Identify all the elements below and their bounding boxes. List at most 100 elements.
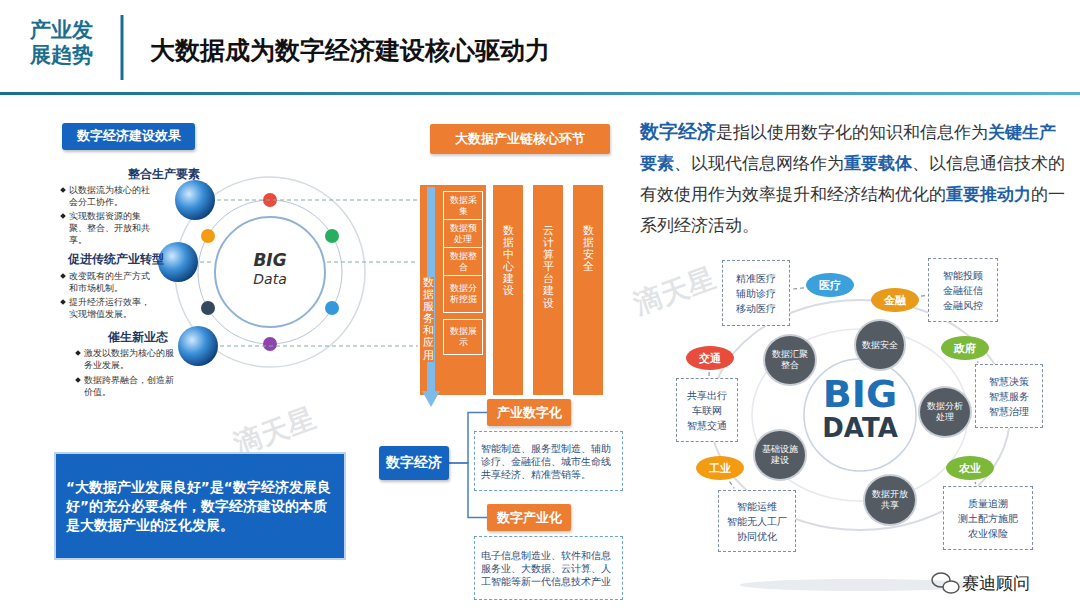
bullet-text: 以数据流为核心的社会分工协作。 (60, 184, 158, 208)
sector-oval: 医疗 (806, 273, 854, 297)
ring-node: 基础设施建设 (755, 431, 805, 479)
node-text: 数据安全 (583, 225, 594, 273)
node-text: 数字产业化 (497, 509, 562, 527)
ring-node: 数据汇聚整合 (765, 336, 815, 384)
chain-column: 云计算平台建设 (533, 185, 563, 395)
paragraph-text: 是指以使用数字化的知识和信息作为 (716, 123, 988, 142)
bigdata-circle (215, 217, 325, 327)
ring-node: 数据分析处理 (920, 388, 970, 436)
node-text: 数据中心建设 (503, 225, 514, 298)
node-text: 金融 (884, 293, 906, 308)
paragraph-text: 重要载体 (844, 154, 912, 173)
leader-line (327, 262, 418, 263)
wechat-icon (932, 573, 959, 593)
chain-column: 数据安全 (573, 185, 603, 395)
node-text: 数据安全 (862, 340, 898, 351)
node-text: 数据整合 (446, 251, 480, 273)
sector-oval: 交通 (686, 346, 734, 370)
node-text: 数字经济建设效果 (77, 128, 181, 145)
connector (708, 372, 709, 376)
node-text: 数字经济 (386, 454, 442, 472)
logo-text: BIG (243, 250, 297, 270)
connector (792, 288, 804, 289)
globe (175, 180, 215, 220)
globe (178, 326, 218, 366)
leader-line (200, 262, 213, 263)
leader-line (217, 200, 418, 201)
node-text: 政府 (954, 341, 976, 356)
bullet-text: 实现数据资源的集聚、整合、开放和共享。 (60, 210, 158, 246)
node-text: 辅助诊疗 (736, 286, 776, 301)
section-box: 数字经济建设效果 (62, 123, 195, 150)
process-box: 数据展示 (443, 319, 483, 355)
list-box: 智慧决策智慧服务智慧治理 (975, 364, 1043, 428)
node-text: 数据展示 (446, 326, 480, 348)
list-box: 共享出行车联网智慧交通 (676, 378, 738, 442)
paragraph-text: 数字经济 (640, 120, 716, 142)
node-text: 智慧决策 (989, 374, 1029, 389)
brand-text: 赛迪顾问 (962, 572, 1062, 595)
sector-oval: 工业 (696, 456, 744, 480)
node-text: 移动医疗 (736, 301, 776, 316)
logo-text: DATA (812, 414, 908, 442)
node-text: “大数据产业发展良好”是“数字经济发展良好”的充分必要条件，数字经济建设的本质是… (66, 478, 334, 535)
paragraph-text: 、以现代信息网络作为 (674, 154, 844, 173)
node-text: 农业保险 (968, 526, 1008, 541)
tab-box: 数字产业化 (487, 504, 571, 531)
page-title: 大数据成为数字经济建设核心驱动力 (150, 34, 550, 67)
node-text: 智能投顾 (943, 268, 983, 283)
node-text: 产业数字化 (497, 404, 562, 422)
list-box: 智能运维智能无人工厂协同优化 (718, 490, 796, 552)
node-text: 工业 (709, 461, 731, 476)
node-text: 电子信息制造业、软件和信息服务业、大数据、云计算、人工智能等新一代信息技术产业 (481, 549, 616, 588)
divider (121, 15, 124, 80)
node-text: 金融风控 (943, 298, 983, 313)
icon (263, 337, 277, 351)
chain-column: 数据中心建设 (493, 185, 523, 395)
effect-heading: 整合生产要素 (128, 166, 218, 183)
node-text: 交通 (699, 351, 721, 366)
icon (201, 301, 215, 315)
note-box: “大数据产业发展良好”是“数字经济发展良好”的充分必要条件，数字经济建设的本质是… (54, 452, 346, 560)
process-box: 数据分析挖掘 (443, 275, 483, 313)
header-rule (0, 92, 1080, 95)
effect-heading: 促进传统产业转型 (68, 251, 178, 268)
process-box: 数据整合 (443, 247, 483, 277)
section-box: 大数据产业链核心环节 (430, 124, 610, 154)
definition-paragraph: 数字经济是指以使用数字化的知识和信息作为关键生产要素、以现代信息网络作为重要载体… (640, 116, 1065, 241)
icon (201, 229, 215, 243)
node-text: 测土配方施肥 (958, 511, 1018, 526)
node-text: 数据分析处理 (925, 401, 965, 423)
process-box: 数据预处理 (443, 219, 483, 249)
node-text: 智慧治理 (989, 404, 1029, 419)
ring-node: 数据安全 (856, 321, 904, 369)
sector-oval: 金融 (871, 288, 919, 312)
list-box: 电子信息制造业、软件和信息服务业、大数据、云计算、人工智能等新一代信息技术产业 (474, 536, 623, 600)
hub-box: 数字经济 (379, 446, 449, 480)
icon-ring (198, 200, 342, 344)
node-text: 车联网 (692, 403, 722, 418)
icon (325, 301, 339, 315)
node-text: 精准医疗 (736, 271, 776, 286)
node-text: 基础设施建设 (760, 444, 800, 466)
connector (730, 482, 735, 489)
list-box: 智能投顾金融征信金融风控 (928, 258, 998, 322)
node-text: 数据汇聚整合 (770, 349, 810, 371)
logo-text: BIG (812, 374, 908, 414)
node-text: 智能制造、服务型制造、辅助诊疗、金融征信、城市生命线共享经济、精准营销等。 (481, 442, 616, 481)
node-text: 智能运维 (737, 499, 777, 514)
bullet-text: 改变既有的生产方式和市场机制。 (60, 270, 158, 294)
node-text: 数据分析挖掘 (446, 283, 480, 305)
node-text: 智慧服务 (989, 389, 1029, 404)
node-text: 金融征信 (943, 283, 983, 298)
bullet-text: 提升经济运行效率，实现增值发展。 (60, 296, 158, 320)
sector-oval: 政府 (941, 336, 989, 360)
bigdata-cloud (804, 359, 916, 471)
connector (974, 482, 976, 484)
tab-box: 产业数字化 (487, 399, 571, 426)
bullet-text: 数据跨界融合，创造新价值。 (75, 374, 175, 398)
node-text: 数据服务和应用 (423, 277, 434, 362)
node-text: 云计算平台建设 (543, 225, 554, 310)
connector (977, 361, 979, 362)
